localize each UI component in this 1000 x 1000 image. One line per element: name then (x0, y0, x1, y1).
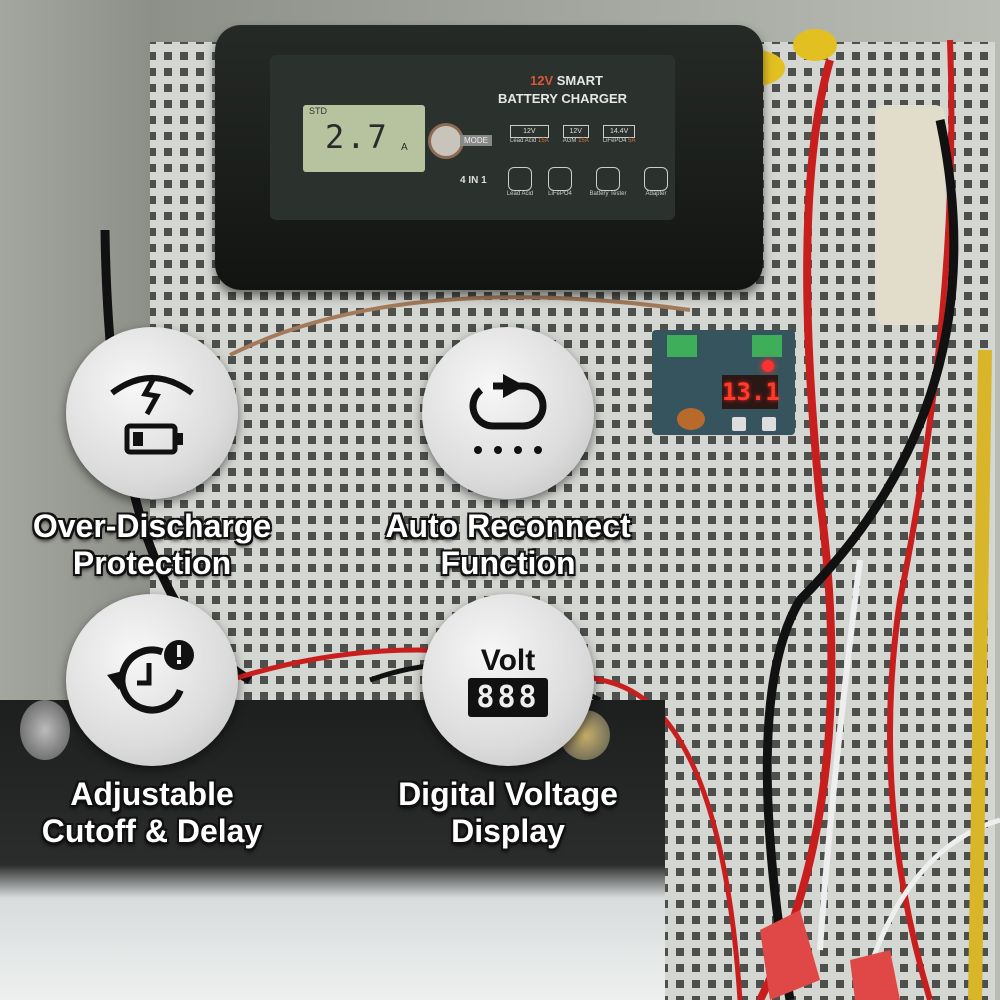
terminal-block (752, 335, 782, 357)
feature-badge-digital-voltage: Volt 888 (422, 594, 594, 766)
charger-panel: STD 2.7 A 12V SMART BATTERY CHARGER MODE… (270, 55, 675, 220)
mode-label: MODE (460, 135, 492, 146)
feature-badge-adjustable (66, 594, 238, 766)
feature-label-line1: Over-Discharge (32, 508, 272, 544)
feature-label-line1: Auto Reconnect (385, 508, 631, 544)
wire-red (229, 647, 743, 1000)
terminal-block (667, 335, 697, 357)
mode-chip: 14.4V (602, 125, 636, 138)
lifepo4-icon (548, 167, 572, 191)
function-item: LiFePO4 (545, 167, 575, 197)
feature-label-line2: Cutoff & Delay (41, 813, 263, 849)
wire-copper (229, 295, 691, 357)
wire-yellow (968, 349, 992, 1000)
title-voltage: 12V (530, 73, 554, 88)
battery-charger: STD 2.7 A 12V SMART BATTERY CHARGER MODE… (215, 25, 763, 290)
digital-voltage-icon: 888 (468, 677, 548, 717)
led-indicator (762, 360, 774, 372)
battery-terminal (20, 700, 70, 760)
battery-tester-icon (596, 167, 620, 191)
mode-amps: 15A (538, 138, 549, 144)
feature-label-line2: Protection (72, 545, 232, 581)
mode-chip: 12V (510, 125, 549, 138)
lead-acid-icon (508, 167, 532, 191)
title-rest: SMART (556, 73, 603, 88)
over-discharge-icon (110, 374, 194, 455)
mode-chip: 12V (562, 125, 589, 138)
wire-red (756, 58, 836, 1000)
mode-name: AGM (562, 138, 577, 144)
auto-reconnect-icon (469, 374, 547, 454)
function-item: Battery Tester (585, 167, 631, 197)
lcd-unit: A (401, 142, 408, 153)
wire-nut (760, 910, 820, 1000)
lcd-mode: STD (309, 106, 327, 116)
function-list: Lead Acid LiFePO4 Battery Tester Adapter (505, 167, 671, 197)
mode-name: Lead Acid (510, 138, 537, 144)
mode-amps: 15A (578, 138, 589, 144)
mode-button[interactable] (428, 123, 464, 159)
wire-nut (793, 29, 837, 61)
feature-label-line2: Display (451, 813, 565, 849)
adapter-icon (644, 167, 668, 191)
volt-icon-text: Volt (480, 643, 536, 677)
function-item: Lead Acid (505, 167, 535, 197)
protection-module: 13.1 (652, 330, 795, 435)
feature-badge-over-discharge (66, 327, 238, 499)
feature-badge-auto-reconnect (422, 327, 594, 499)
adjustable-delay-icon (107, 640, 194, 714)
function-label: Adapter (645, 191, 667, 197)
lcd-display: STD 2.7 A (303, 105, 425, 172)
wire-white (817, 559, 863, 951)
charger-title: 12V SMART (530, 73, 603, 88)
mode-amps: 5A (628, 138, 636, 144)
function-item: Adapter (641, 167, 671, 197)
mode-name: LiFePO4 (602, 138, 627, 144)
outlet (875, 105, 945, 325)
feature-label-line1: Adjustable (70, 776, 234, 812)
function-label: Lead Acid (506, 191, 534, 197)
adjust-button[interactable] (762, 417, 776, 431)
wire-black (762, 119, 959, 1000)
inductor (677, 408, 705, 430)
set-button[interactable] (732, 417, 746, 431)
charger-subtitle: BATTERY CHARGER (498, 91, 628, 106)
wire-nut (850, 950, 900, 1000)
function-label: LiFePO4 (548, 191, 572, 197)
lcd-value: 2.7 (325, 118, 389, 156)
voltage-display: 13.1 (722, 375, 780, 409)
four-in-one-label: 4 IN 1 (460, 175, 487, 186)
function-label: Battery Tester (589, 191, 627, 197)
feature-label-line1: Digital Voltage (398, 776, 618, 812)
feature-label-line2: Function (440, 545, 576, 581)
